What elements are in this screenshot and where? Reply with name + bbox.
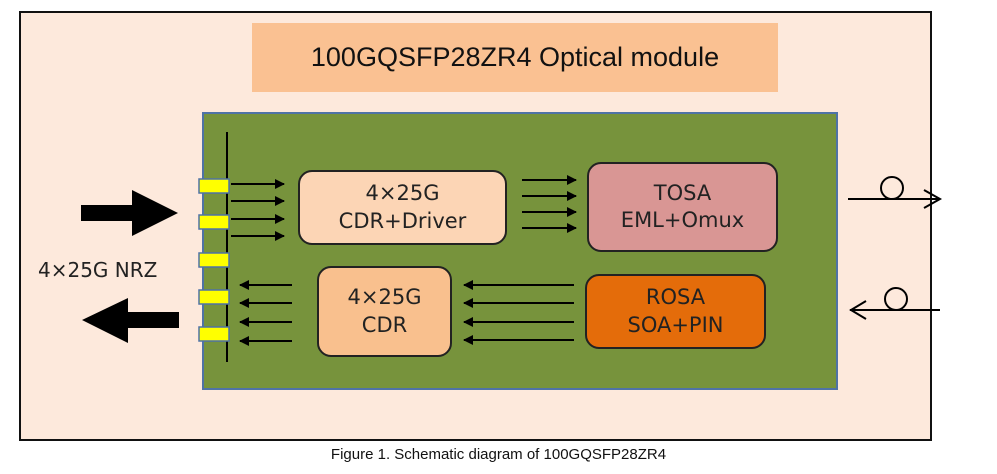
edge-connectors	[198, 178, 230, 342]
rx-cdr-line2: CDR	[361, 312, 408, 337]
tx-cdr-driver-block: 4×25G CDR+Driver	[298, 170, 507, 245]
rx-receive-arrows	[463, 280, 574, 345]
rosa-line1: ROSA	[645, 285, 706, 310]
connector-pin	[198, 214, 230, 230]
tosa-block: TOSA EML+Omux	[587, 162, 778, 252]
rosa-block: ROSA SOA+PIN	[585, 274, 766, 349]
rx-cdr-block: 4×25G CDR	[317, 266, 452, 357]
connector-pin	[198, 252, 230, 268]
rx-electrical-arrows	[239, 280, 292, 346]
figure-caption: Figure 1. Schematic diagram of 100GQSFP2…	[330, 446, 667, 463]
diagram-title: 100GQSFP28ZR4 Optical module	[252, 23, 778, 92]
big-arrow-left-icon	[82, 298, 179, 343]
tx-cdr-line2: CDR+Driver	[338, 208, 467, 233]
fiber-output-icon	[848, 176, 943, 209]
tosa-line2: EML+Omux	[620, 208, 745, 232]
rosa-line2: SOA+PIN	[627, 312, 724, 337]
connector-pin	[198, 289, 230, 305]
big-arrow-right-icon	[81, 190, 178, 236]
rx-cdr-line1: 4×25G	[347, 285, 422, 310]
tx-electrical-arrows	[231, 179, 285, 241]
tx-cdr-line1: 4×25G	[365, 181, 440, 206]
fiber-input-icon	[849, 287, 940, 320]
connector-pin	[198, 326, 230, 342]
interface-label: 4×25G NRZ	[38, 258, 158, 282]
connector-pin	[198, 178, 230, 194]
tosa-line1: TOSA	[653, 180, 712, 205]
tx-drive-arrows	[522, 175, 577, 233]
